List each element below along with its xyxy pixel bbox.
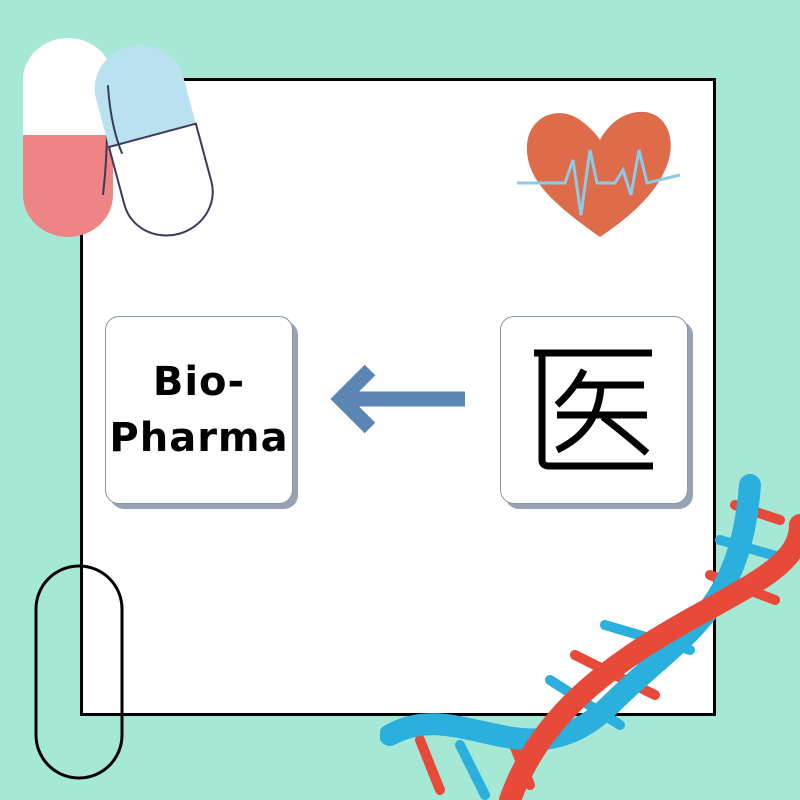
character-card[interactable]: 医 xyxy=(500,316,688,504)
dna-helix-icon xyxy=(380,474,800,800)
heart-pulse-icon xyxy=(517,111,681,237)
kanji-glyph xyxy=(534,349,653,470)
arrow-left-icon xyxy=(330,364,465,434)
pill-capsules-icon xyxy=(23,38,214,237)
term-line-1: Bio- xyxy=(152,359,246,405)
oval-outline xyxy=(34,564,124,780)
term-line-2: Pharma xyxy=(109,415,289,461)
term-card[interactable]: Bio- Pharma xyxy=(105,316,293,504)
